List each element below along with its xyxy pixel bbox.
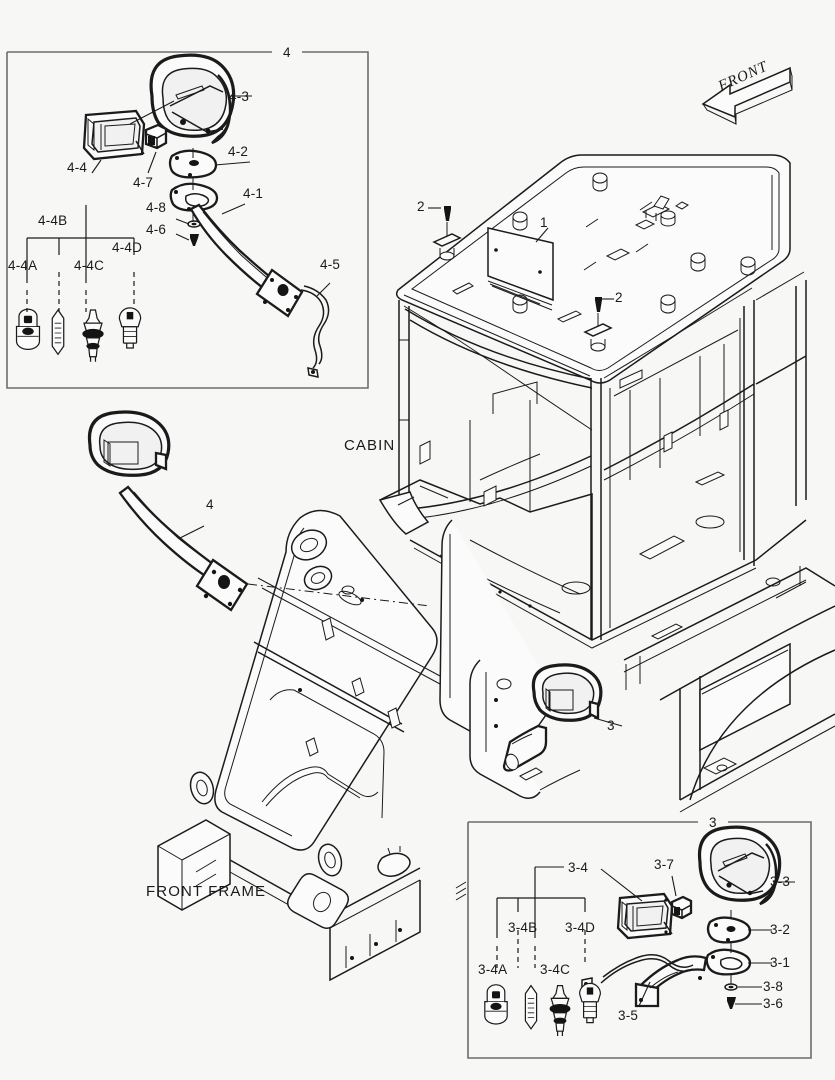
part-4-3-mirror-bezel [149, 53, 236, 145]
part-4-4a-bulb [15, 308, 41, 351]
part-4-7-connector [144, 123, 168, 150]
part-4-4-lamp-housing [82, 109, 146, 161]
callout-3-8: 3-8 [763, 979, 784, 994]
machine-body [623, 566, 835, 813]
part-4-5-wire-harness [300, 285, 330, 378]
callout-3-5: 3-5 [618, 1008, 639, 1023]
callout-4-8: 4-8 [146, 200, 167, 215]
callout-leaders-main [428, 207, 614, 300]
panel-3-number: 3 [709, 815, 717, 830]
cab-roof [395, 154, 791, 384]
mirror-assembly-3 [502, 663, 623, 772]
part-3-2-gasket [706, 916, 752, 944]
part-2-bolt-upper [432, 206, 462, 261]
callout-3-6: 3-6 [763, 996, 784, 1011]
callout-4-6: 4-6 [146, 222, 167, 237]
callout-3-3: 3-3 [770, 874, 791, 889]
panel-3-bulb-bracket [496, 867, 586, 968]
part-2-bolt-lower [583, 297, 613, 352]
callout-3-1: 3-1 [770, 955, 791, 970]
part-3-8-washer [724, 983, 738, 991]
callout-4-mirror: 4 [206, 497, 214, 512]
callout-4-4a: 4-4A [8, 258, 38, 273]
panel-4-number: 4 [283, 45, 291, 60]
mirror-assembly-4 [87, 410, 431, 612]
part-4-2-gasket [168, 149, 218, 179]
part-3-4d-bulb [578, 982, 602, 1024]
callout-3-mirror: 3 [607, 718, 615, 733]
callout-4-4: 4-4 [67, 160, 88, 175]
front-direction-arrow [701, 66, 793, 125]
cab-frame-structure [378, 271, 807, 649]
callout-4-4d: 4-4D [112, 240, 143, 255]
callout-2-lower: 2 [615, 290, 623, 305]
callout-3-7: 3-7 [654, 857, 675, 872]
part-3-3-mirror-bezel [697, 825, 782, 906]
callout-3-4: 3-4 [568, 860, 589, 875]
front-frame-label: FRONT FRAME [146, 883, 267, 900]
part-3-7-connector [670, 895, 693, 920]
callout-4-1: 4-1 [243, 186, 264, 201]
part-3-4a-bulb [484, 984, 508, 1025]
callout-1: 1 [540, 215, 548, 230]
panel-4-frame [6, 51, 369, 389]
cabin-label: CABIN [344, 437, 396, 454]
callout-4-5: 4-5 [320, 257, 341, 272]
panel-3-frame [467, 821, 812, 1059]
part-4-4d-bulb [118, 307, 142, 349]
part-4-1-mirror-arm [169, 182, 304, 318]
part-3-6-bolt [727, 997, 736, 1009]
callout-4-2: 4-2 [228, 144, 249, 159]
callout-4-4b: 4-4B [38, 213, 68, 228]
callout-4-3: 4-3 [229, 89, 250, 104]
part-4-4b-bulb [51, 309, 65, 355]
callout-3-4b: 3-4B [508, 920, 538, 935]
part-4-8-washer [187, 220, 201, 228]
callout-4-7: 4-7 [133, 175, 154, 190]
callout-3-4a: 3-4A [478, 962, 508, 977]
part-3-4-lamp-housing [616, 892, 674, 940]
roof-hardware-cluster [634, 195, 689, 230]
part-4-4c-bulb [81, 309, 105, 363]
panel-3-edge-hatch [455, 881, 467, 901]
callout-4-4c: 4-4C [74, 258, 105, 273]
panel-3-leaders [535, 866, 795, 1007]
callout-2-upper: 2 [417, 199, 425, 214]
callout-3-4d: 3-4D [565, 920, 596, 935]
panel-4-leaders [91, 95, 331, 297]
panel-4-bulb-bracket [26, 205, 135, 312]
part-4-6-bolt [190, 234, 199, 246]
callout-3-4c: 3-4C [540, 962, 571, 977]
part-3-4c-bulb [548, 984, 572, 1037]
callout-3-2: 3-2 [770, 922, 791, 937]
part-3-4b-bulb [524, 984, 538, 1030]
